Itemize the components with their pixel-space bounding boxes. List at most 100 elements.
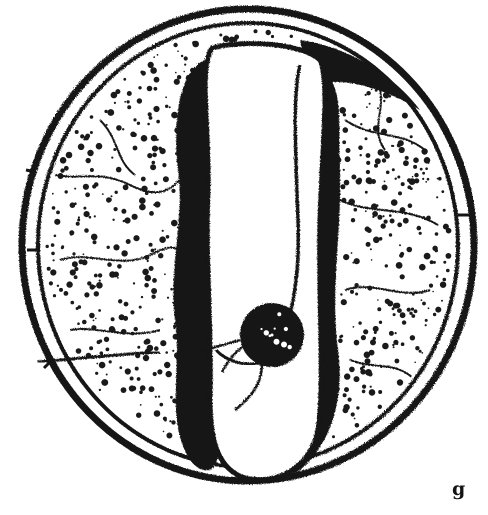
stipple-dot <box>366 91 370 95</box>
stipple-dot <box>223 36 230 43</box>
stipple-dot <box>153 106 159 112</box>
stipple-dot <box>84 292 89 297</box>
stipple-dot <box>358 145 363 150</box>
stipple-dot <box>133 146 138 151</box>
stipple-dot <box>134 327 138 331</box>
stipple-dot <box>354 376 360 382</box>
stipple-dot <box>118 299 122 303</box>
stipple-dot <box>148 112 152 116</box>
stipple-dot <box>355 293 358 296</box>
stipple-dot <box>126 239 131 244</box>
stipple-dot <box>136 413 141 418</box>
stipple-dot <box>69 230 74 235</box>
stipple-dot <box>49 281 53 285</box>
stipple-dot <box>435 249 438 252</box>
nucleus-spot <box>281 342 287 348</box>
stipple-dot <box>147 86 153 92</box>
stipple-dot <box>154 248 156 250</box>
stipple-dot <box>90 131 93 134</box>
stipple-dot <box>401 342 405 346</box>
stipple-dot <box>370 339 376 345</box>
stipple-dot <box>52 193 54 195</box>
stipple-dot <box>192 41 196 45</box>
stipple-dot <box>87 150 93 156</box>
nucleus-spot <box>277 312 281 316</box>
stipple-dot <box>425 167 428 170</box>
stipple-dot <box>149 116 153 120</box>
stipple-dot <box>402 113 408 119</box>
stipple-dot <box>379 321 382 324</box>
stipple-dot <box>109 360 112 363</box>
stipple-dot <box>147 260 149 262</box>
stipple-dot <box>85 134 90 139</box>
stipple-dot <box>400 312 406 318</box>
stipple-dot <box>149 243 153 247</box>
stipple-dot <box>402 320 406 324</box>
stipple-dot <box>399 244 401 246</box>
stipple-dot <box>131 386 136 391</box>
stipple-dot <box>420 168 423 171</box>
stipple-dot <box>396 262 403 269</box>
stipple-dot <box>169 420 171 422</box>
stipple-dot <box>102 193 104 195</box>
stipple-dot <box>47 267 51 271</box>
stipple-dot <box>397 379 403 385</box>
stipple-dot <box>153 372 157 376</box>
stipple-dot <box>395 359 400 364</box>
stipple-dot <box>344 387 349 392</box>
stipple-dot <box>339 335 342 338</box>
stipple-dot <box>443 278 447 282</box>
stipple-dot <box>411 308 414 311</box>
stipple-dot <box>443 209 446 212</box>
stipple-dot <box>432 291 434 293</box>
stipple-dot <box>377 107 379 109</box>
stipple-dot <box>82 320 87 325</box>
stipple-dot <box>429 284 433 288</box>
stipple-dot <box>441 190 444 193</box>
stipple-dot <box>152 153 157 158</box>
stipple-dot <box>346 148 351 153</box>
stipple-dot <box>154 346 159 351</box>
stipple-dot <box>143 355 149 361</box>
stipple-dot <box>152 146 158 152</box>
stipple-dot <box>438 177 442 181</box>
stipple-dot <box>340 184 345 189</box>
stipple-dot <box>166 371 172 377</box>
stipple-dot <box>340 293 342 295</box>
stipple-dot <box>163 176 169 182</box>
stipple-dot <box>115 191 118 194</box>
stipple-dot <box>360 123 362 125</box>
stipple-dot <box>339 107 346 114</box>
nucleus-spot <box>264 330 269 335</box>
stipple-dot <box>421 299 423 301</box>
stipple-dot <box>395 332 397 334</box>
stipple-dot <box>53 259 55 261</box>
stipple-dot <box>83 207 86 210</box>
stipple-dot <box>377 299 379 301</box>
stipple-dot <box>400 274 405 279</box>
stipple-dot <box>162 163 166 167</box>
stipple-dot <box>341 299 347 305</box>
stipple-dot <box>127 105 131 109</box>
stipple-dot <box>74 267 78 271</box>
stipple-dot <box>94 285 96 287</box>
stipple-dot <box>446 269 450 273</box>
stipple-dot <box>94 274 98 278</box>
stipple-dot <box>345 156 351 162</box>
stipple-dot <box>124 217 130 223</box>
stipple-dot <box>139 306 142 309</box>
stipple-dot <box>53 294 56 297</box>
stipple-dot <box>95 372 98 375</box>
stipple-dot <box>352 114 357 119</box>
stipple-dot <box>113 244 119 250</box>
stipple-dot <box>116 167 122 173</box>
stipple-dot <box>157 369 162 374</box>
stipple-dot <box>157 139 159 141</box>
stipple-dot <box>397 176 400 179</box>
stipple-dot <box>59 288 63 292</box>
stipple-dot <box>93 320 95 322</box>
stipple-dot <box>157 54 159 56</box>
stipple-dot <box>384 220 388 224</box>
stipple-dot <box>51 243 55 247</box>
